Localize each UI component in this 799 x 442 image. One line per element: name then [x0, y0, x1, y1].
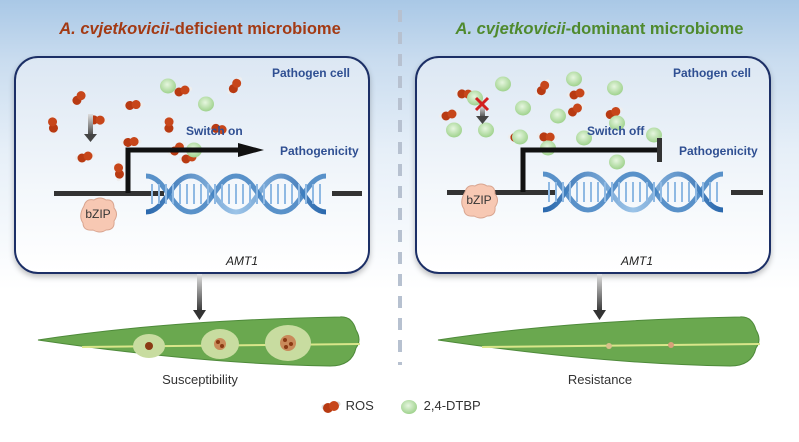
legend-dtbp: 2,4-DTBP — [400, 398, 481, 415]
pathogen-cell-right: Pathogen cell bZIP Switch off Pathogenic… — [415, 56, 771, 274]
legend-ros-label: ROS — [345, 398, 374, 413]
ros-molecule-icon — [48, 114, 58, 136]
species-name: A. cvjetkovicii — [455, 20, 566, 38]
title-suffix: -dominant microbiome — [565, 20, 744, 38]
bzip-protein: bZIP — [459, 182, 499, 220]
panel-title-deficient: A. cvjetkovicii-deficient microbiome — [0, 20, 400, 39]
legend-dtbp-label: 2,4-DTBP — [423, 398, 481, 413]
outcome-arrow-left-head — [193, 310, 206, 320]
title-suffix: -deficient microbiome — [169, 20, 341, 38]
lesion-medium — [201, 329, 239, 359]
dtbp-particle-icon — [609, 154, 625, 170]
bzip-label: bZIP — [466, 193, 492, 207]
outcome-arrow-right-head — [593, 310, 606, 320]
dtbp-particle-icon — [198, 96, 214, 112]
dtbp-particle-icon — [609, 115, 625, 131]
ros-molecule-icon — [321, 400, 341, 413]
ros-molecule-icon — [603, 106, 623, 120]
switch-on-arrow — [125, 147, 238, 193]
dna-helix — [145, 173, 327, 215]
inhibition-bar — [657, 138, 662, 162]
cell-right-graphics — [438, 71, 763, 213]
cell-label: Pathogen cell — [672, 66, 751, 80]
ros-molecule-icon — [536, 132, 558, 142]
dtbp-particle-icon — [550, 108, 566, 124]
ros-molecule-icon — [120, 137, 142, 147]
ros-molecule-icon — [70, 90, 88, 106]
bzip-protein: bZIP — [78, 196, 118, 234]
ros-molecules — [48, 77, 243, 182]
dtbp-particles — [446, 71, 662, 170]
dtbp-particle-icon — [478, 122, 494, 138]
pathogenicity-label: Pathogenicity — [280, 144, 359, 158]
species-name: A. cvjetkovicii — [59, 20, 170, 38]
dna-helix — [542, 171, 724, 213]
gene-label: AMT1 — [621, 254, 654, 268]
switch-label: Switch on — [186, 124, 243, 138]
gene-label: AMT1 — [226, 254, 259, 268]
dtbp-particle-icon — [495, 76, 511, 92]
switch-label: Switch off — [587, 124, 645, 138]
gene-end-line — [332, 191, 362, 196]
ros-molecule-icon — [171, 85, 193, 97]
leaf-susceptible — [37, 316, 361, 367]
lesion-large — [265, 325, 311, 361]
legend-ros: ROS — [320, 398, 374, 415]
pathogen-cell-left: Pathogen cell bZIP Switch on Pathogenici… — [14, 56, 370, 274]
dashed-divider — [398, 10, 402, 365]
blocked-arrow — [480, 106, 485, 118]
dtbp-particle-icon — [446, 122, 462, 138]
dtbp-particle-icon — [566, 71, 582, 87]
resistant-spot — [606, 343, 612, 349]
ros-molecule-icon — [164, 114, 174, 136]
gene-end-line — [731, 190, 763, 195]
dtbp-particle-icon — [512, 129, 528, 145]
ros-molecule-icon — [565, 103, 585, 117]
dtbp-particle-icon — [401, 399, 417, 414]
outcome-susceptibility: Susceptibility — [162, 372, 238, 387]
leaf-resistant — [437, 316, 761, 367]
ros-molecule-icon — [227, 77, 243, 95]
outcome-resistance: Resistance — [567, 372, 633, 387]
cell-label: Pathogen cell — [271, 66, 350, 80]
ros-molecule-icon — [122, 100, 144, 110]
bzip-blob-icon — [461, 183, 498, 219]
cell-left-graphics — [48, 77, 362, 215]
bzip-blob-icon — [80, 197, 117, 233]
ros-molecule-icon — [114, 160, 124, 182]
outcome-arrow-right — [597, 274, 602, 312]
bzip-label: bZIP — [85, 207, 111, 221]
dtbp-particle-icon — [607, 80, 623, 96]
dtbp-particle-icon — [515, 100, 531, 116]
promoter-line — [447, 190, 557, 195]
block-x-icon — [474, 96, 490, 112]
lesion-small — [133, 334, 165, 358]
ros-molecule-icon — [535, 79, 551, 97]
activation-arrow — [88, 114, 93, 136]
dtbp-particle-icon — [576, 130, 592, 146]
switch-off-inhibition — [520, 147, 659, 192]
blocked-arrow-head — [476, 116, 489, 124]
pathogenicity-label: Pathogenicity — [679, 144, 758, 158]
activation-arrow-head — [84, 134, 97, 142]
ros-molecule-icon — [209, 123, 230, 135]
panel-title-dominant: A. cvjetkovicii-dominant microbiome — [400, 20, 799, 39]
promoter-line — [54, 191, 164, 196]
ros-molecule-icon — [74, 151, 96, 163]
ros-molecule-icon — [438, 109, 460, 121]
resistant-spot — [668, 342, 674, 348]
ros-molecule-icon — [566, 88, 588, 100]
switch-on-arrowhead — [238, 143, 264, 157]
dtbp-particle-icon — [160, 78, 176, 94]
outcome-arrow-left — [197, 274, 202, 312]
